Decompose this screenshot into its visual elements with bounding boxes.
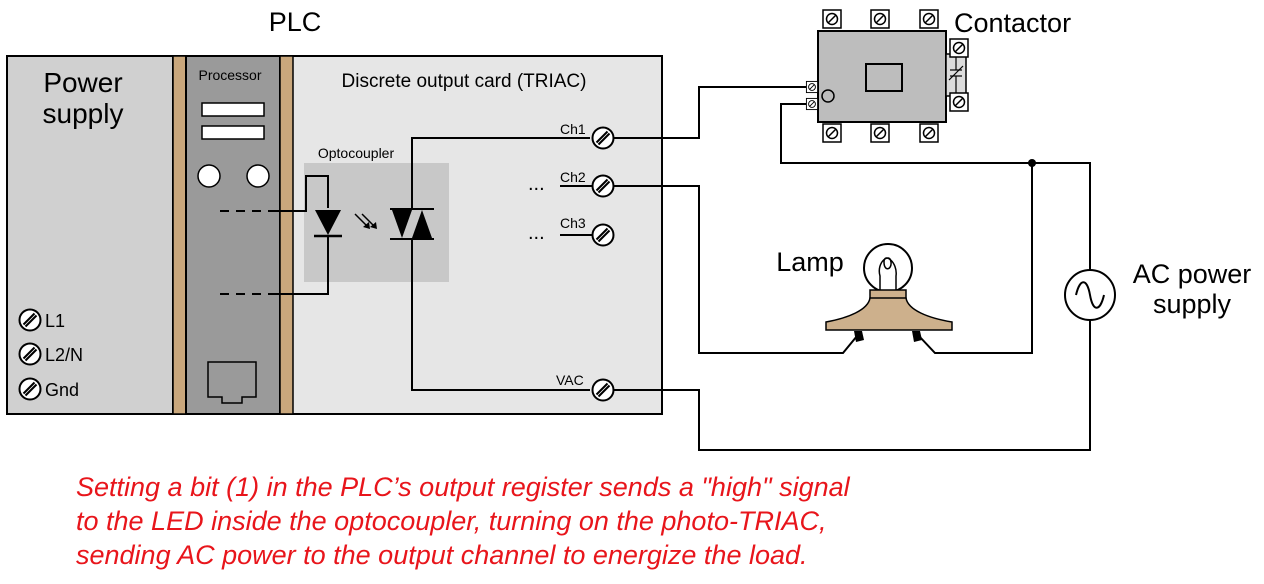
power-supply-label: Power: [43, 67, 122, 98]
lamp-icon: [825, 243, 953, 342]
l2n-label: L2/N: [45, 345, 83, 365]
l1-label: L1: [45, 311, 65, 331]
terminal-ch1: [591, 126, 615, 150]
gnd-label: Gnd: [45, 380, 79, 400]
output-card-label: Discrete output card (TRIAC): [342, 71, 587, 92]
processor-label: Processor: [198, 67, 261, 83]
terminal-gnd: [18, 377, 42, 401]
plc-title: PLC: [269, 7, 322, 37]
caption-line-3: sending AC power to the output channel t…: [76, 540, 808, 570]
vac-label: VAC: [556, 372, 584, 388]
ellipsis-ch2: ...: [528, 173, 545, 195]
contactor-icon: [805, 9, 969, 143]
field-wiring: [614, 86, 1091, 451]
terminal-ch2: [591, 174, 615, 198]
led-icon: [314, 210, 377, 238]
terminal-l1: [18, 308, 42, 332]
plc-internal-wiring: [277, 137, 592, 391]
power-supply-label-line2: supply: [43, 98, 124, 129]
processor-module: [172, 55, 294, 415]
terminal-l2n: [18, 342, 42, 366]
ac-supply-label-line2: supply: [1153, 289, 1232, 319]
ch2-label: Ch2: [560, 169, 586, 185]
ellipsis-ch3: ...: [528, 222, 545, 244]
ac-source-icon: [1064, 269, 1116, 321]
ch3-label: Ch3: [560, 215, 586, 231]
contactor-label: Contactor: [954, 8, 1071, 38]
optocoupler-label: Optocoupler: [318, 145, 395, 161]
ch1-label: Ch1: [560, 121, 586, 137]
network-port-icon: [207, 361, 257, 404]
photo-triac-icon: [390, 208, 434, 240]
caption: Setting a bit (1) in the PLC’s output re…: [76, 470, 1226, 572]
terminal-vac: [591, 378, 615, 402]
terminal-ch3: [591, 223, 615, 247]
caption-line-2: to the LED inside the optocoupler, turni…: [76, 506, 827, 536]
wire-junction: [1028, 159, 1036, 167]
caption-line-1: Setting a bit (1) in the PLC’s output re…: [76, 472, 850, 502]
ac-supply-label: AC power: [1133, 259, 1252, 289]
lamp-label: Lamp: [776, 247, 844, 277]
